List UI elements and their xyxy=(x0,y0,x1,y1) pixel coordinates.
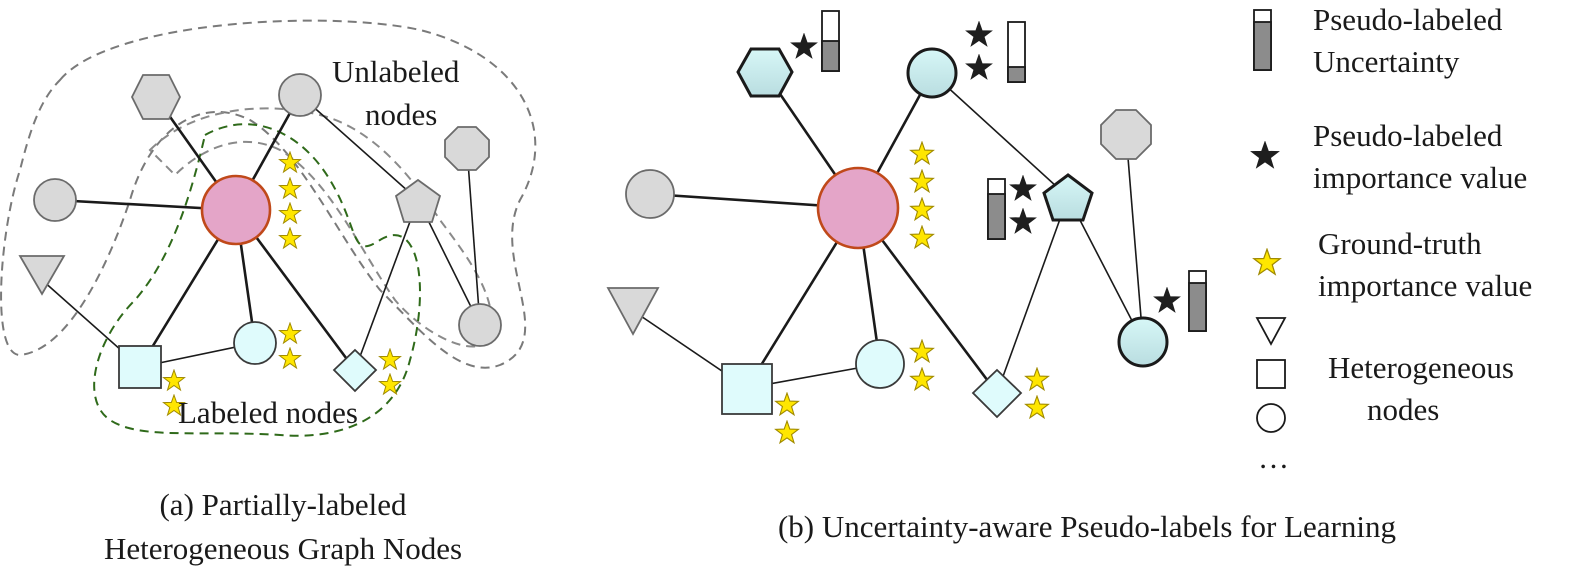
octagon-node xyxy=(444,126,490,171)
edge xyxy=(466,147,481,326)
legend-hetero-line2: nodes xyxy=(1367,392,1439,427)
circle-node xyxy=(855,339,905,389)
square-node xyxy=(118,345,162,389)
ground-truth-star-icon xyxy=(279,227,301,249)
uncertainty-bar-fill xyxy=(1253,21,1272,71)
unlabeled-nodes-label: Unlabeled xyxy=(332,54,460,89)
uncertainty-bar-fill xyxy=(1188,282,1207,332)
panel-b-caption: (b) Uncertainty-aware Pseudo-labels for … xyxy=(778,509,1396,544)
edge xyxy=(931,72,1069,198)
pseudo-pentagon-node xyxy=(1042,173,1094,222)
ground-truth-star-icon xyxy=(279,177,301,199)
uncertainty-bar-fill xyxy=(1007,66,1026,83)
labeled-region-outline xyxy=(93,123,421,437)
uncertainty-bar-fill xyxy=(821,40,840,72)
ground-truth-star-icon xyxy=(379,348,401,370)
legend-pseudo-importance-line1: Pseudo-labeled xyxy=(1313,118,1503,153)
edge xyxy=(996,196,1069,394)
ground-truth-star-icon xyxy=(910,225,934,249)
uncertainty-bar xyxy=(1188,270,1207,332)
pseudo-circle-node xyxy=(1117,316,1169,368)
pseudo-star-icon xyxy=(1010,175,1036,201)
circle-node xyxy=(33,178,77,222)
ground-truth-star-icon xyxy=(775,392,799,416)
ground-truth-star-icon xyxy=(910,197,934,221)
pseudo-star-icon xyxy=(1154,287,1180,313)
pentagon-node xyxy=(394,178,442,223)
edge xyxy=(1125,132,1144,343)
legend: Pseudo-labeled Uncertainty Pseudo-labele… xyxy=(1251,2,1532,475)
circle-node xyxy=(233,321,277,365)
panel-a-caption-line1: (a) Partially-labeled xyxy=(159,487,407,522)
uncertainty-bar xyxy=(1253,9,1272,71)
ground-truth-star-icon xyxy=(910,141,934,165)
ground-truth-star-icon xyxy=(163,369,185,391)
octagon-node xyxy=(1100,109,1152,160)
ground-truth-star-icon xyxy=(1025,395,1049,419)
panel-b: (b) Uncertainty-aware Pseudo-labels for … xyxy=(606,10,1396,544)
edge xyxy=(354,199,419,371)
ground-truth-star-icon xyxy=(1025,367,1049,391)
circle-node xyxy=(625,169,675,219)
pseudo-star-icon xyxy=(791,33,817,59)
legend-uncertainty-line1: Pseudo-labeled xyxy=(1313,2,1503,37)
ground-truth-star-icon xyxy=(910,169,934,193)
pseudo-star-icon xyxy=(966,54,992,80)
triangle-node xyxy=(606,287,660,336)
panel-a-caption-line2: Heterogeneous Graph Nodes xyxy=(104,531,462,566)
legend-pseudo-importance-line2: importance value xyxy=(1313,160,1527,195)
ground-truth-star-icon xyxy=(279,202,301,224)
uncertainty-bar xyxy=(821,10,840,72)
legend-circle-icon xyxy=(1256,403,1286,433)
legend-uncertainty-line2: Uncertainty xyxy=(1313,44,1460,79)
edge xyxy=(299,94,419,201)
square-node xyxy=(721,363,773,415)
labeled-nodes-label: Labeled nodes xyxy=(178,395,358,430)
ground-truth-star-icon xyxy=(910,339,934,363)
uncertainty-bar-fill xyxy=(987,193,1006,240)
legend-hetero-line1: Heterogeneous xyxy=(1328,350,1514,385)
legend-pseudo-star-icon xyxy=(1251,141,1279,168)
ground-truth-star-icon xyxy=(279,347,301,369)
legend-truth-importance-line2: importance value xyxy=(1318,268,1532,303)
legend-triangle-icon xyxy=(1255,317,1287,346)
pseudo-hexagon-node xyxy=(736,47,794,98)
ground-truth-star-icon xyxy=(775,420,799,444)
center-node xyxy=(200,174,272,246)
panel-a: Unlabeled nodes Labeled nodes (a) Partia… xyxy=(0,19,537,566)
pseudo-star-icon xyxy=(1010,208,1036,234)
uncertainty-bar xyxy=(1007,21,1026,83)
pseudo-circle-node xyxy=(906,47,958,99)
triangle-node xyxy=(18,255,66,296)
pseudo-star-icon xyxy=(966,21,992,47)
legend-truth-importance-line1: Ground-truth xyxy=(1318,226,1482,261)
unlabeled-nodes-label-line2: nodes xyxy=(365,97,437,132)
ground-truth-star-icon xyxy=(910,367,934,391)
circle-node xyxy=(278,73,322,117)
legend-ground-truth-star-icon xyxy=(1253,248,1281,275)
diamond-node xyxy=(332,348,378,393)
center-node xyxy=(816,166,900,250)
hexagon-node xyxy=(130,74,182,120)
diamond-node xyxy=(971,368,1023,419)
unlabeled-region-outline xyxy=(0,19,537,369)
ground-truth-star-icon xyxy=(279,151,301,173)
ground-truth-star-icon xyxy=(279,322,301,344)
legend-ellipsis: … xyxy=(1258,440,1289,475)
circle-node xyxy=(458,303,502,347)
legend-square-icon xyxy=(1256,359,1286,389)
middle-region-outline xyxy=(148,107,493,348)
uncertainty-bar xyxy=(987,178,1006,240)
